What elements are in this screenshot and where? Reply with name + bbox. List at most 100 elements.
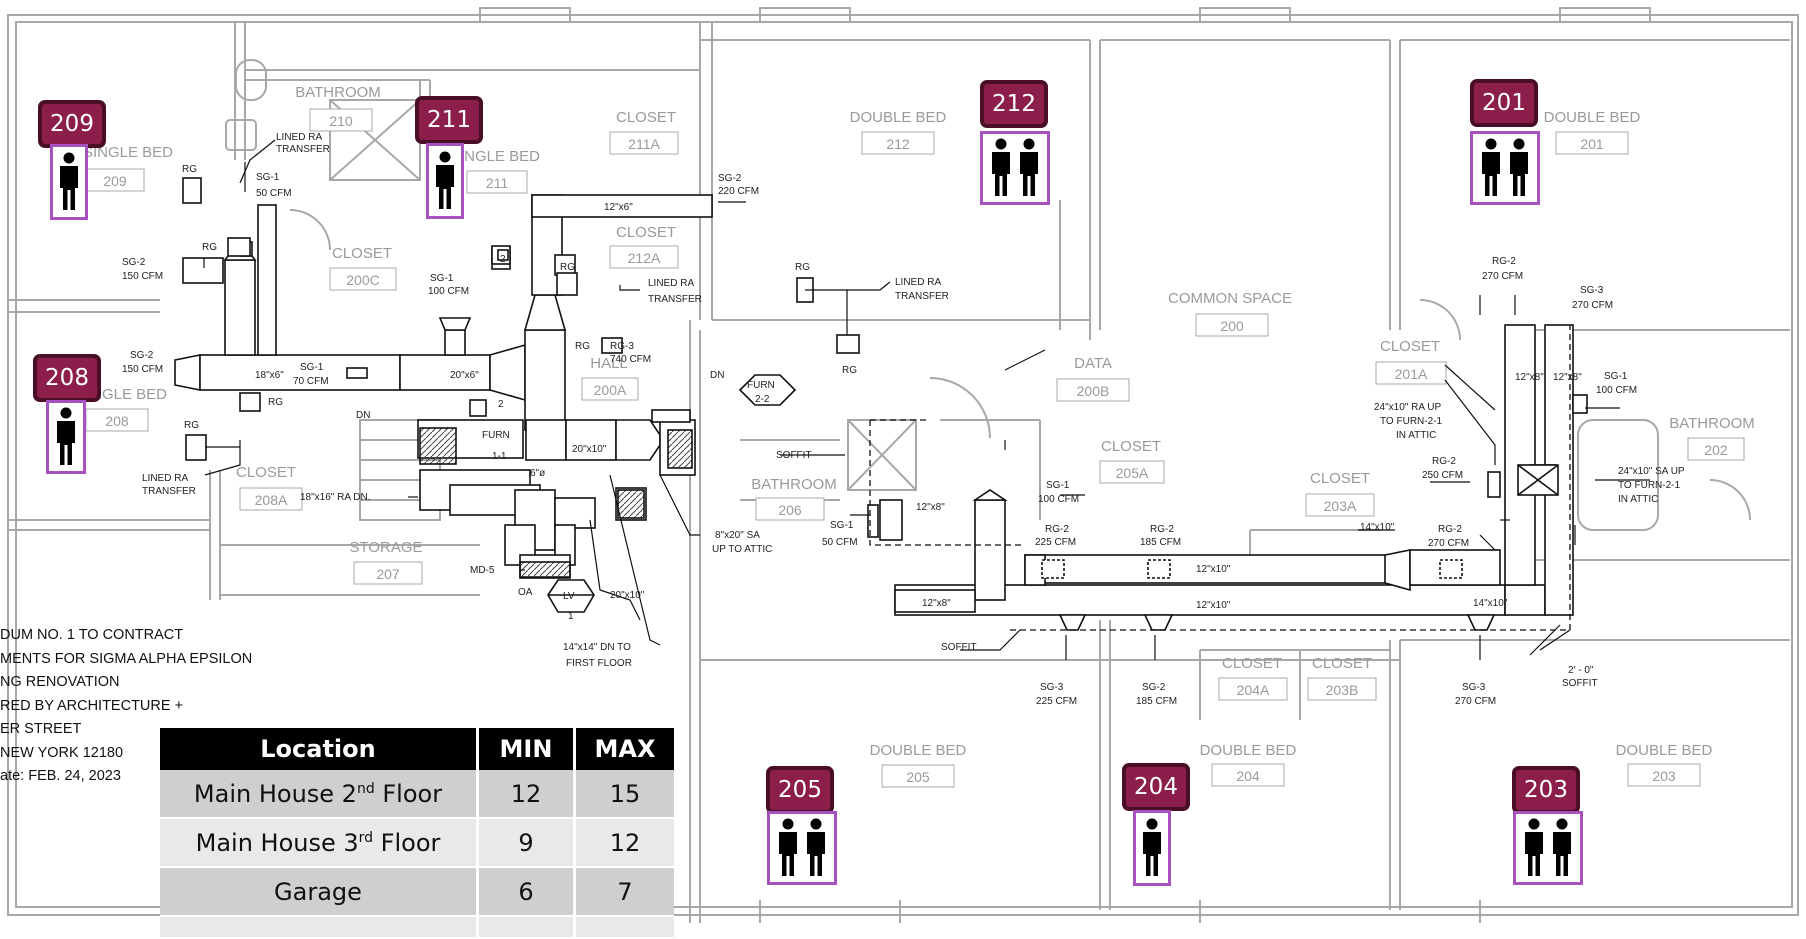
svg-text:270 CFM: 270 CFM <box>1428 538 1469 549</box>
svg-text:SG-3: SG-3 <box>1580 285 1604 296</box>
duct-12x6-horiz <box>531 194 713 218</box>
svg-text:SG-2: SG-2 <box>130 350 154 361</box>
person-icon <box>1553 818 1571 876</box>
svg-text:FURN: FURN <box>482 430 510 441</box>
person-icon <box>436 151 454 209</box>
room-num-203: 203 <box>1652 768 1676 784</box>
room-num-208: 208 <box>105 413 129 429</box>
room-name-201: DOUBLE BED <box>1544 109 1641 126</box>
svg-text:LINED RA: LINED RA <box>895 277 941 288</box>
svg-text:SG-1: SG-1 <box>830 520 854 531</box>
svg-text:12"x6": 12"x6" <box>604 202 633 213</box>
table-row: Main House 3rd Floor 9 12 <box>160 818 674 868</box>
room-name-205: DOUBLE BED <box>870 742 967 759</box>
svg-text:SG-2: SG-2 <box>718 173 742 184</box>
svg-text:12"x8": 12"x8" <box>922 598 951 609</box>
room-name-212a: CLOSET <box>616 224 676 241</box>
svg-text:24"x10" RA UP: 24"x10" RA UP <box>1374 402 1441 413</box>
room-name-204: DOUBLE BED <box>1200 742 1297 759</box>
addendum-line: NEW YORK 12180 <box>0 744 124 761</box>
svg-text:250 CFM: 250 CFM <box>1422 470 1463 481</box>
svg-text:225 CFM: 225 CFM <box>1035 537 1076 548</box>
room-name-208a: CLOSET <box>236 464 296 481</box>
addendum-line: DUM NO. 1 TO CONTRACT <box>0 627 184 643</box>
svg-text:14"x10": 14"x10" <box>1473 598 1508 609</box>
cell-location: Garage <box>160 867 479 917</box>
room-num-204a: 204A <box>1237 682 1270 698</box>
room-name-200a: HALL <box>590 355 628 372</box>
room-num-208a: 208A <box>255 492 288 508</box>
person-icon <box>779 818 797 876</box>
room-name-200b: DATA <box>1074 355 1112 372</box>
occupancy-212 <box>980 131 1050 205</box>
badge-205: 205 <box>766 766 834 814</box>
svg-text:270 CFM: 270 CFM <box>1572 300 1613 311</box>
svg-text:24"x10" SA UP: 24"x10" SA UP <box>1618 466 1685 477</box>
cell-min <box>477 916 576 939</box>
table-row-partial <box>160 916 674 939</box>
svg-text:SG-1: SG-1 <box>256 172 280 183</box>
svg-text:270 CFM: 270 CFM <box>1482 271 1523 282</box>
badge-201: 201 <box>1470 79 1538 127</box>
svg-text:UP TO ATTIC: UP TO ATTIC <box>712 544 772 555</box>
badge-203: 203 <box>1512 766 1580 814</box>
occupancy-209 <box>50 144 88 220</box>
room-num-211a: 211A <box>628 136 660 152</box>
svg-text:225 CFM: 225 CFM <box>1036 696 1077 707</box>
svg-text:SG-3: SG-3 <box>1040 682 1064 693</box>
leader-lines <box>203 139 1650 660</box>
svg-text:RG-3: RG-3 <box>610 341 634 352</box>
svg-text:LINED RA: LINED RA <box>648 278 694 289</box>
svg-text:12"x8": 12"x8" <box>1553 372 1582 383</box>
addendum-note: DUM NO. 1 TO CONTRACT MENTS FOR SIGMA AL… <box>0 624 252 789</box>
svg-text:2-2: 2-2 <box>755 394 770 405</box>
svg-text:50 CFM: 50 CFM <box>822 537 858 548</box>
svg-text:FIRST FLOOR: FIRST FLOOR <box>566 658 632 669</box>
svg-text:MD-5: MD-5 <box>470 565 495 576</box>
cell-min: 6 <box>477 867 576 917</box>
svg-text:SG-1: SG-1 <box>430 273 454 284</box>
svg-text:TRANSFER: TRANSFER <box>895 291 949 302</box>
svg-text:TRANSFER: TRANSFER <box>276 144 330 155</box>
room-num-200a: 200A <box>594 382 627 398</box>
col-max: MAX <box>574 728 674 770</box>
room-num-205a: 205A <box>1116 465 1149 481</box>
svg-text:RG: RG <box>575 341 590 352</box>
svg-text:RG: RG <box>268 397 283 408</box>
svg-text:SG-1: SG-1 <box>300 362 324 373</box>
room-num-212: 212 <box>886 136 910 152</box>
person-icon <box>60 152 78 210</box>
svg-text:50 CFM: 50 CFM <box>256 188 292 199</box>
occupancy-211 <box>426 143 464 219</box>
room-num-201a: 201A <box>1395 366 1428 382</box>
svg-text:SG-2: SG-2 <box>1142 682 1166 693</box>
hvac-annotations: LINED RA TRANSFER RG SG-1 50 CFM SG-2 22… <box>122 132 1685 707</box>
svg-text:IN ATTIC: IN ATTIC <box>1396 430 1436 441</box>
room-name-212: DOUBLE BED <box>850 109 947 126</box>
cell-max: 7 <box>574 867 674 917</box>
room-num-201: 201 <box>1580 136 1604 152</box>
room-num-200: 200 <box>1220 318 1244 334</box>
svg-text:2' - 0": 2' - 0" <box>1568 665 1594 676</box>
badge-211: 211 <box>415 96 483 144</box>
room-name-203b: CLOSET <box>1312 655 1372 672</box>
room-num-203b: 203B <box>1326 682 1359 698</box>
svg-text:LINED RA: LINED RA <box>142 473 188 484</box>
person-icon <box>1143 818 1161 876</box>
person-icon <box>1525 818 1543 876</box>
cell-max <box>574 916 674 939</box>
svg-text:IN ATTIC: IN ATTIC <box>1618 494 1658 505</box>
cell-max: 12 <box>574 818 674 868</box>
svg-text:RG-2: RG-2 <box>1045 524 1069 535</box>
svg-text:SOFFIT: SOFFIT <box>776 450 812 461</box>
person-icon <box>992 138 1010 196</box>
person-icon <box>1510 138 1528 196</box>
svg-text:RG: RG <box>795 262 810 273</box>
addendum-line: ER STREET <box>0 721 82 737</box>
duct-10x4 <box>257 204 277 356</box>
svg-text:RG-2: RG-2 <box>1438 524 1462 535</box>
svg-text:RG: RG <box>202 242 217 253</box>
svg-text:150 CFM: 150 CFM <box>122 364 163 375</box>
svg-text:740 CFM: 740 CFM <box>610 354 651 365</box>
svg-text:18"x16" RA DN.: 18"x16" RA DN. <box>300 492 370 503</box>
